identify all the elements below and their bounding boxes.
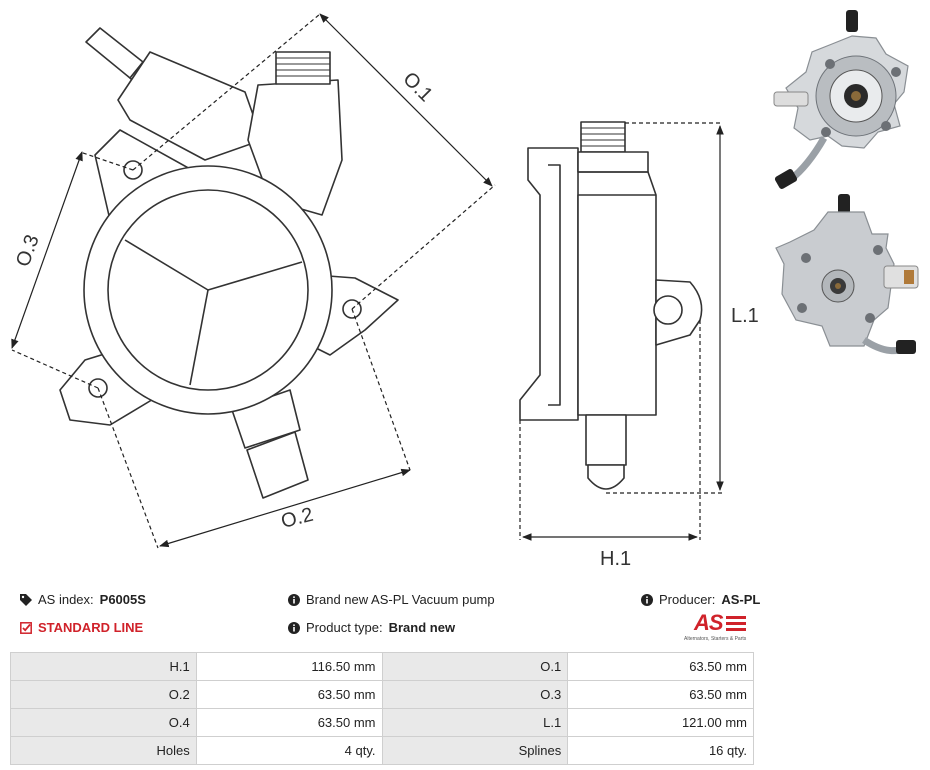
side-dimensions <box>519 122 724 541</box>
as-index-label: AS index: <box>38 592 94 607</box>
product-photo-front <box>768 8 920 194</box>
spec-key: O.2 <box>10 680 197 709</box>
description-text: Brand new AS-PL Vacuum pump <box>306 592 495 607</box>
checkbox-check-icon <box>20 621 32 634</box>
spec-key: O.4 <box>10 708 197 737</box>
spec-value: 16 qty. <box>567 736 754 765</box>
spec-value: 63.50 mm <box>567 652 754 681</box>
spec-key: Holes <box>10 736 197 765</box>
spec-value: 63.50 mm <box>195 708 383 737</box>
producer-label: Producer: <box>659 592 716 607</box>
info-icon <box>288 593 300 606</box>
logo-stripes-icon <box>726 616 746 631</box>
logo-mark: AS <box>694 610 724 635</box>
side-view <box>519 121 703 490</box>
technical-drawing: O.1 O.2 O.3 L.1 H.1 <box>11 13 759 570</box>
front-dimensions <box>11 13 496 549</box>
front-view <box>59 27 399 499</box>
spec-key: O.3 <box>381 680 569 709</box>
product-type-value: Brand new <box>388 620 456 635</box>
spec-key: O.1 <box>381 652 569 681</box>
label-h1: H.1 <box>600 548 631 570</box>
nozzle-top-left <box>85 27 144 79</box>
spec-value: 121.00 mm <box>567 708 754 737</box>
producer: Producer: AS-PL <box>641 592 760 607</box>
spec-value: 116.50 mm <box>195 652 383 681</box>
thread <box>275 51 331 85</box>
as-index-value: P6005S <box>99 592 146 607</box>
tag-icon <box>20 593 32 606</box>
info-icon <box>641 593 653 606</box>
spec-key: H.1 <box>10 652 197 681</box>
spec-value: 63.50 mm <box>567 680 754 709</box>
product-photo-back <box>768 190 920 370</box>
label-o3: O.3 <box>12 232 44 270</box>
standard-line-text: STANDARD LINE <box>38 620 144 635</box>
as-index: AS index: P6005S <box>20 592 146 607</box>
logo-tagline: Alternators, Starters & Parts <box>684 636 747 642</box>
spec-key: Splines <box>381 736 569 765</box>
side-thread <box>580 121 626 153</box>
info-icon <box>288 621 300 634</box>
side-body <box>577 194 657 416</box>
label-l1: L.1 <box>731 305 759 327</box>
as-pl-logo: AS Alternators, Starters & Parts <box>664 610 760 646</box>
side-spigot <box>587 464 625 490</box>
product-type-label: Product type: <box>306 620 383 635</box>
spec-value: 4 qty. <box>195 736 383 765</box>
producer-value: AS-PL <box>721 592 761 607</box>
spec-key: L.1 <box>381 708 569 737</box>
spec-value: 63.50 mm <box>195 680 383 709</box>
label-o1: O.1 <box>398 68 436 106</box>
side-hole <box>653 295 683 325</box>
product-description: Brand new AS-PL Vacuum pump <box>288 592 495 607</box>
product-type: Product type: Brand new <box>288 620 455 635</box>
side-flange <box>519 147 579 421</box>
standard-line-badge: STANDARD LINE <box>20 620 143 635</box>
